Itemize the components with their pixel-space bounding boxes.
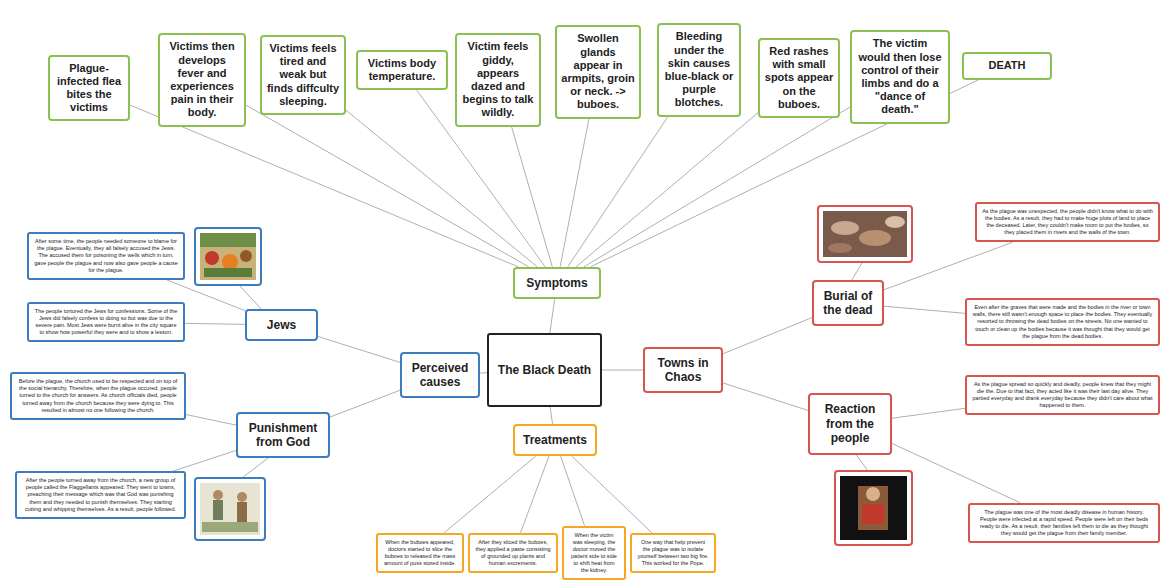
symptom-box: Victims feels tired and weak but finds d… — [260, 35, 346, 115]
note-box: The people tortured the Jews for confess… — [27, 302, 185, 343]
topic-box: Treatments — [513, 424, 597, 456]
jews-picture — [195, 228, 261, 285]
note-box: After they sliced the buboes, they appli… — [468, 533, 558, 574]
symptom-box: Bleeding under the skin causes blue-blac… — [657, 23, 741, 116]
note-box: Even after the graves that were made and… — [965, 298, 1160, 346]
central-topic-box: The Black Death — [487, 333, 602, 407]
topic-box: Towns in Chaos — [643, 347, 723, 394]
node-text: Burial of the dead — [818, 289, 878, 318]
node-text: Jews — [251, 318, 312, 332]
connector-line — [568, 117, 668, 267]
node-text: Bleeding under the skin causes blue-blac… — [663, 30, 735, 109]
node-text: Treatments — [519, 433, 591, 447]
connector-line — [444, 456, 535, 533]
connector-line — [512, 127, 553, 267]
node-text: Symptoms — [519, 276, 595, 290]
node-text: After some time, the people needed someo… — [34, 238, 178, 274]
topic-box: Perceived causes — [400, 352, 480, 399]
connector-line — [480, 372, 487, 373]
node-text: Plague-infected flea bites the victims — [54, 62, 124, 115]
symptom-box: The victim would then lose control of th… — [850, 30, 950, 123]
connector-line — [884, 306, 965, 313]
node-text: When the buboes appeared, doctors starte… — [383, 539, 457, 568]
node-text: After the people turned away from the ch… — [22, 477, 179, 513]
symptom-box: DEATH — [962, 52, 1052, 79]
connector-line — [576, 113, 758, 267]
flagellants-picture — [195, 478, 265, 540]
connector-line — [185, 323, 245, 324]
connector-line — [584, 107, 850, 267]
node-text: As the plague spread so quickly and dead… — [972, 381, 1153, 410]
node-text: Reaction from the people — [814, 402, 886, 445]
symptom-box: Plague-infected flea bites the victims — [48, 55, 130, 122]
topic-box: Punishment from God — [236, 412, 330, 459]
node-text: Red rashes with small spots appear on th… — [764, 45, 834, 111]
node-text: Towns in Chaos — [649, 356, 717, 385]
node-text: When the victim was sleeping, the doctor… — [569, 532, 619, 575]
symptom-box: Swollen glands appear in armpits, groin … — [555, 25, 641, 118]
note-box: The plague was one of the most deadly di… — [968, 503, 1160, 544]
node-text: The plague was one of the most deadly di… — [975, 509, 1153, 538]
node-text: Punishment from God — [242, 421, 324, 450]
connector-line — [550, 299, 555, 333]
node-text: As the plague was unexpected, the people… — [982, 208, 1153, 237]
connector-line — [723, 383, 808, 410]
connector-line — [602, 370, 643, 371]
node-text: DEATH — [968, 59, 1046, 72]
connector-line — [330, 390, 400, 417]
image-leaders — [240, 263, 868, 478]
node-text: Victims body temperature. — [362, 57, 442, 83]
connector-line — [521, 456, 549, 533]
symptom-box: Victims body temperature. — [356, 50, 448, 90]
symptom-box: Victims then develops fever and experien… — [158, 33, 246, 126]
topic-box: Burial of the dead — [812, 280, 884, 327]
reaction-picture — [835, 471, 912, 545]
node-text: Victims then develops fever and experien… — [164, 40, 240, 119]
node-text: After they sliced the buboes, they appli… — [475, 539, 551, 568]
leader-line — [242, 455, 272, 478]
connector-line — [572, 456, 652, 533]
connector-line — [550, 407, 553, 424]
leader-line — [240, 286, 262, 310]
topic-box: Symptoms — [513, 267, 601, 299]
node-text: Even after the graves that were made and… — [972, 304, 1153, 340]
node-text: One way that help prevent the plague was… — [637, 539, 709, 568]
symptom-box: Victim feels giddy, appears dazed and be… — [455, 33, 541, 126]
burial-picture — [818, 206, 912, 262]
note-box: As the plague spread so quickly and dead… — [965, 375, 1160, 416]
connector-line — [884, 242, 1013, 289]
node-text: Swollen glands appear in armpits, groin … — [561, 32, 635, 111]
node-text: The Black Death — [493, 363, 596, 377]
connector-line — [186, 415, 236, 426]
connector-line — [173, 450, 236, 471]
note-box: When the buboes appeared, doctors starte… — [376, 533, 464, 574]
connector-line — [892, 443, 1020, 502]
topic-box: Reaction from the people — [808, 393, 892, 454]
node-text: The victim would then lose control of th… — [856, 37, 944, 116]
connector-line — [318, 337, 400, 363]
topic-box: Jews — [245, 309, 318, 341]
node-text: The people tortured the Jews for confess… — [34, 308, 178, 337]
note-box: After some time, the people needed someo… — [27, 232, 185, 280]
note-box: After the people turned away from the ch… — [15, 471, 186, 519]
connector-line — [346, 110, 537, 267]
connector-line — [560, 119, 589, 267]
connector-line — [723, 318, 812, 354]
note-box: One way that help prevent the plague was… — [630, 533, 716, 574]
node-text: Victim feels giddy, appears dazed and be… — [461, 40, 535, 119]
connector-line — [130, 105, 518, 267]
node-text: Victims feels tired and weak but finds d… — [266, 42, 340, 108]
node-text: Before the plague, the church used to be… — [17, 378, 179, 414]
connector-line — [561, 456, 585, 525]
node-text: Perceived causes — [406, 361, 474, 390]
note-box: As the plague was unexpected, the people… — [975, 202, 1160, 243]
connector-line — [892, 408, 965, 418]
note-box: Before the plague, the church used to be… — [10, 372, 186, 420]
note-box: When the victim was sleeping, the doctor… — [562, 526, 626, 581]
symptom-box: Red rashes with small spots appear on th… — [758, 38, 840, 118]
